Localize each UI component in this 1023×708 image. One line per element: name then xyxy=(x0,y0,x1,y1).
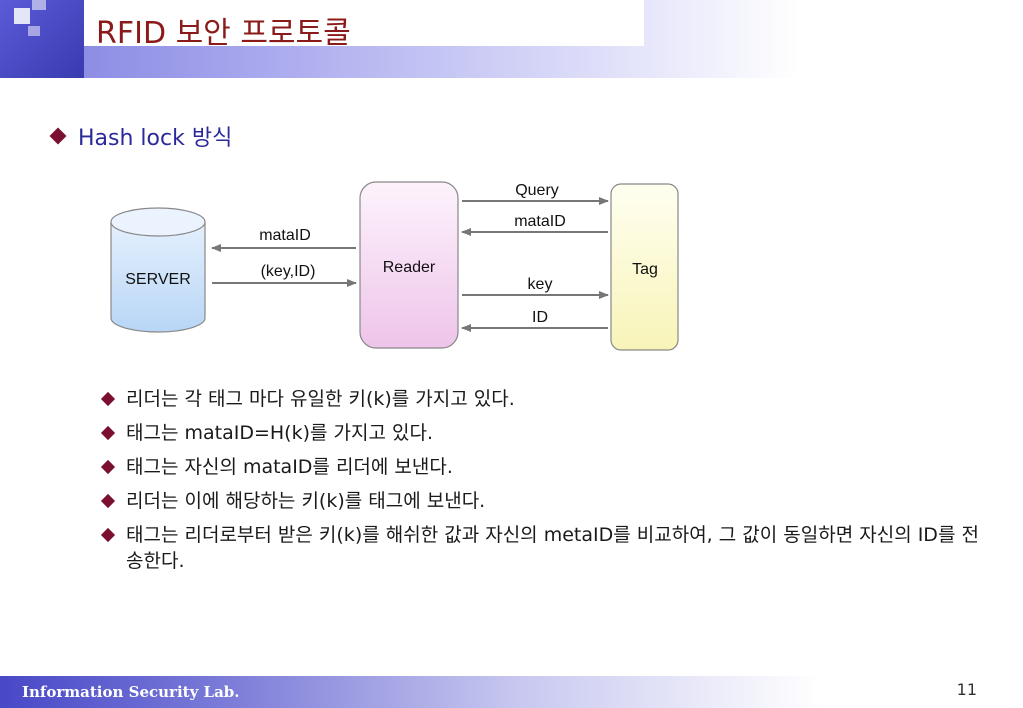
list-item: 태그는 자신의 mataID를 리더에 보낸다. xyxy=(100,454,980,480)
reader-label: Reader xyxy=(383,259,436,276)
tag-label: Tag xyxy=(632,261,658,278)
arrow-key-label: key xyxy=(528,276,553,293)
list-item-text: 리더는 이에 해당하는 키(k)를 태그에 보낸다. xyxy=(126,490,486,512)
arrow-id-label: ID xyxy=(532,309,548,326)
list-item-text: 태그는 자신의 mataID를 리더에 보낸다. xyxy=(126,456,453,478)
section-heading-text: Hash lock 방식 xyxy=(78,126,233,151)
section-heading: Hash lock 방식 xyxy=(49,120,233,152)
arrow-tag-mataid-label: mataID xyxy=(514,213,566,230)
logo-square-icon xyxy=(28,26,40,36)
list-item: 태그는 리더로부터 받은 키(k)를 해쉬한 값과 자신의 metaID를 비교… xyxy=(100,522,980,574)
diamond-bullet-icon xyxy=(100,391,116,407)
logo-square-icon xyxy=(32,0,46,10)
diamond-bullet-icon xyxy=(100,425,116,441)
page-number: 11 xyxy=(956,680,977,699)
footer-lab-name: Information Security Lab. xyxy=(22,683,240,701)
diamond-bullet-icon xyxy=(100,493,116,509)
list-item-text: 태그는 mataID=H(k)를 가지고 있다. xyxy=(126,422,433,444)
list-item: 리더는 이에 해당하는 키(k)를 태그에 보낸다. xyxy=(100,488,980,514)
list-item: 리더는 각 태그 마다 유일한 키(k)를 가지고 있다. xyxy=(100,386,980,412)
page-title: RFID 보안 프로토콜 xyxy=(96,16,351,51)
bullet-list: 리더는 각 태그 마다 유일한 키(k)를 가지고 있다. 태그는 mataID… xyxy=(100,386,980,582)
list-item: 태그는 mataID=H(k)를 가지고 있다. xyxy=(100,420,980,446)
list-item-text: 태그는 리더로부터 받은 키(k)를 해쉬한 값과 자신의 metaID를 비교… xyxy=(126,524,979,572)
title-area xyxy=(84,0,644,46)
server-cylinder xyxy=(110,207,206,333)
logo xyxy=(0,0,84,78)
footer-band xyxy=(0,676,1023,708)
server-label: SERVER xyxy=(125,271,191,288)
list-item-text: 리더는 각 태그 마다 유일한 키(k)를 가지고 있다. xyxy=(126,388,515,410)
arrow-key-id-label: (key,ID) xyxy=(261,263,316,280)
arrow-mataid-label: mataID xyxy=(259,227,311,244)
diamond-bullet-icon xyxy=(100,527,116,543)
diamond-bullet-icon xyxy=(100,459,116,475)
tag-box xyxy=(610,183,679,351)
logo-square-icon xyxy=(14,8,30,24)
arrow-query-label: Query xyxy=(515,182,559,199)
reader-box xyxy=(359,181,459,349)
